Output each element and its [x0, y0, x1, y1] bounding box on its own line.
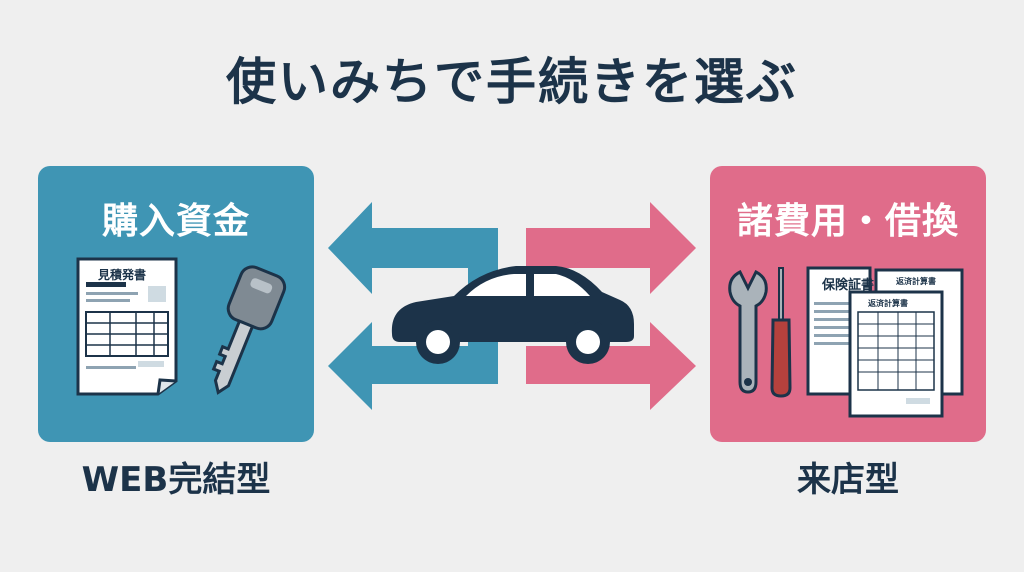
- insurance-certificate-label: 保険証書: [822, 278, 875, 293]
- caption-in-store: 来店型: [797, 460, 899, 500]
- quote-document-and-key-icon: [76, 257, 287, 396]
- flow-diagram: [328, 202, 696, 410]
- panel-heading-purchase: 購入資金: [101, 201, 250, 242]
- wrench-icon: [728, 269, 768, 394]
- quote-document-icon: [76, 257, 178, 396]
- in-store-option-panel: 諸費用・借換: [710, 166, 986, 442]
- panel-heading-fees-refinance: 諸費用・借換: [736, 201, 959, 242]
- pink-connector-bar: [526, 346, 556, 384]
- caption-web: WEB完結型: [81, 460, 271, 500]
- statement-label-back: 返済計算書: [896, 277, 936, 286]
- page-title: 使いみちで手続きを選ぶ: [226, 53, 798, 111]
- car-key-icon: [211, 265, 287, 395]
- web-option-panel: 購入資金 見積発書: [38, 166, 314, 442]
- arrow-right-top-icon: [526, 202, 696, 294]
- repayment-statement-front-icon: [848, 290, 944, 418]
- statement-label-front: 返済計算書: [868, 299, 908, 308]
- screwdriver-icon: [770, 267, 792, 398]
- tools-and-documents-icon: [728, 266, 964, 418]
- car-icon: [391, 266, 634, 364]
- arrow-left-top-icon: [328, 202, 498, 294]
- arrow-right-bottom-icon: [526, 322, 696, 410]
- arrow-left-bottom-icon: [328, 322, 498, 410]
- quote-document-label: 見積発書: [98, 268, 147, 282]
